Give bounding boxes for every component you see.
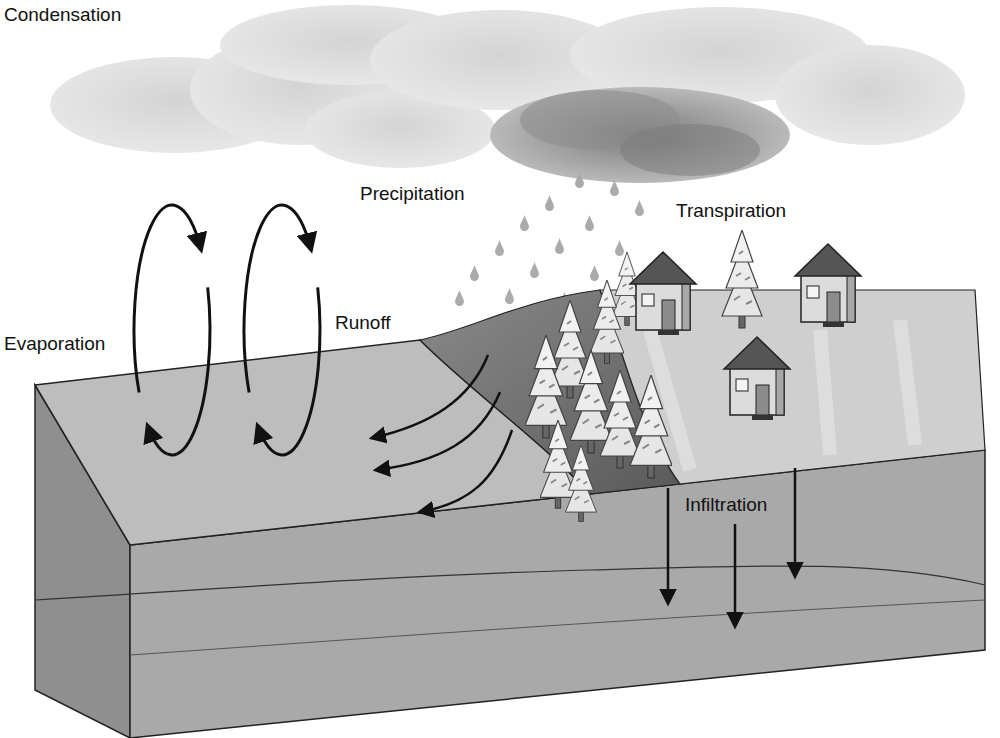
process-label: Evaporation (4, 333, 105, 355)
soil-layer-line (130, 600, 985, 655)
process-label: Infiltration (685, 494, 767, 516)
soil-layer-line (35, 566, 985, 600)
evaporation-loops (134, 205, 320, 455)
infiltration-arrows (668, 468, 795, 626)
ground-block (35, 290, 985, 738)
process-label: Transpiration (676, 200, 786, 222)
houses (630, 244, 861, 420)
process-label: Precipitation (360, 183, 465, 205)
process-label: Condensation (4, 4, 121, 26)
clouds (50, 5, 965, 183)
process-label: Runoff (335, 312, 391, 334)
house-paths (650, 320, 915, 470)
trees (525, 230, 762, 521)
runoff-arrows (372, 355, 512, 512)
